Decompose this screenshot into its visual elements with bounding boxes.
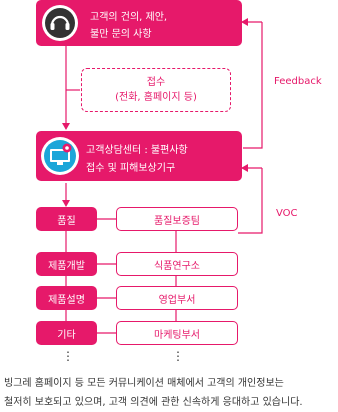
ellipsis-right: ⋮: [172, 349, 184, 363]
footer-text: 빙그레 홈페이지 등 모든 커뮤니케이션 매체에서 고객의 개인정보는: [4, 378, 284, 389]
reception-box: 접수 (전화, 홈페이지 등): [81, 68, 231, 112]
ellipsis-left: ⋮: [62, 349, 74, 363]
customer-input-box: 고객의 건의, 제안, 불만 문의 사항: [36, 0, 242, 46]
customer-center-line-1: 고객상담센터 : 불편사항: [86, 145, 188, 156]
team-sales: 영업부서: [116, 286, 238, 310]
customer-input-line-1: 고객의 건의, 제안,: [90, 12, 168, 23]
voc-label: VOC: [276, 208, 298, 219]
team-marketing: 마케팅부서: [116, 321, 238, 345]
team-quality-assurance: 품질보증팀: [116, 207, 238, 231]
feedback-label: Feedback: [274, 76, 322, 87]
category-quality: 품질: [36, 207, 97, 231]
voc-loop-line: [238, 168, 263, 234]
customer-input-line-2: 불만 문의 사항: [90, 29, 152, 40]
customer-center-line-2: 접수 및 피해보상기구: [86, 163, 176, 174]
category-product-description: 제품설명: [36, 286, 97, 310]
monitor-gear-icon: [41, 137, 79, 175]
category-other: 기타: [36, 321, 97, 345]
footer-text-2: 철저히 보호되고 있으며, 고객 의견에 관한 신속하게 응대하고 있습니다.: [4, 397, 303, 408]
category-product-development: 제품개발: [36, 252, 97, 276]
customer-center-box: 고객상담센터 : 불편사항 접수 및 피해보상기구: [36, 131, 242, 181]
team-food-research: 식품연구소: [116, 252, 238, 276]
reception-title: 접수: [146, 77, 166, 88]
headphones-icon: [42, 5, 78, 41]
feedback-loop-line: [243, 22, 263, 149]
reception-channels: (전화, 홈페이지 등): [115, 92, 197, 103]
